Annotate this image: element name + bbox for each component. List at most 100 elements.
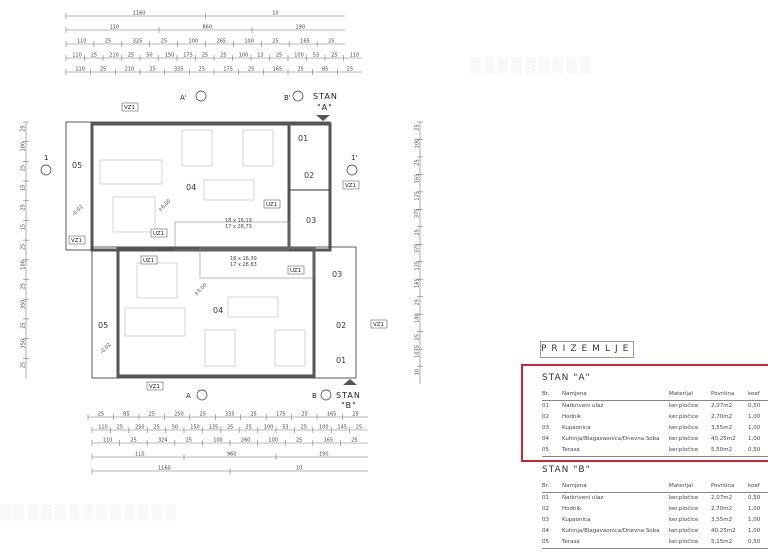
- dimension-label: 165: [327, 412, 337, 418]
- dimension-label: 210: [109, 53, 119, 59]
- dimension-label: 25: [117, 425, 123, 431]
- table-cell: ker.pločice: [669, 517, 699, 523]
- table-cell: 0,50: [748, 447, 761, 453]
- dimension-label: 25: [128, 53, 134, 59]
- dimension-label: 25: [245, 425, 251, 431]
- dimension-label: 25: [347, 67, 353, 73]
- table-cell: 3,55m2: [711, 517, 733, 523]
- dimension-label: 100: [189, 39, 199, 45]
- table-cell: ker.pločice: [669, 495, 699, 501]
- dimension-label: 100: [319, 425, 329, 431]
- stair-a-info: 17 x 28,73: [225, 224, 252, 230]
- table-cell: Kuhinja/Blagavaonica/Dnevna Soba: [562, 528, 660, 534]
- room-b-02: 02: [336, 321, 346, 330]
- dimension-label: 265: [216, 39, 226, 45]
- floor-label: PRIZEMLJE: [540, 341, 634, 358]
- dimension-label: 100: [415, 313, 421, 323]
- table-cell: 2,70m2: [711, 506, 733, 512]
- watermark: ▒▒▒▒▒▒▒▒▒▒▒▒▒: [0, 505, 179, 521]
- dimension-label: 25: [227, 425, 233, 431]
- dimension-label: 25: [248, 67, 254, 73]
- stan-a-label: "A": [317, 103, 333, 112]
- dimension-label: 15: [21, 224, 27, 230]
- terrace-level-mark: -0,02: [99, 342, 112, 355]
- stan-b-label: "B": [341, 401, 357, 410]
- room-b-01: 01: [336, 356, 346, 365]
- dimension-label: 175: [183, 53, 193, 59]
- dimension-label: 25: [130, 438, 136, 444]
- dimension-label: 175: [223, 67, 233, 73]
- dimension-label: 53: [282, 425, 288, 431]
- dimension-label: 1160: [158, 466, 171, 472]
- dimension-label: 85: [123, 412, 129, 418]
- room-b-03: 03: [332, 270, 342, 279]
- unit-a: [65, 121, 332, 252]
- dimension-label: 100: [239, 53, 249, 59]
- level-mark: ±0,00: [193, 282, 208, 297]
- table-cell: 2,70m2: [711, 414, 733, 420]
- stair-b-info: 18 x 16,39: [230, 256, 257, 262]
- svg-text:UZ1: UZ1: [153, 231, 164, 237]
- table-cell: Terasa: [562, 447, 580, 453]
- dimension-label: 25: [296, 438, 302, 444]
- dimension-label: 165: [324, 438, 334, 444]
- dimension-label: 860: [203, 25, 213, 31]
- section-b-prime: B': [284, 94, 291, 102]
- table-cell: Hodnik: [562, 414, 582, 420]
- table-cell: 04: [542, 528, 549, 534]
- dimension-label: 25: [149, 67, 155, 73]
- dimension-label: 25: [415, 229, 421, 235]
- room-a-01: 01: [298, 134, 308, 143]
- table-cell: Terasa: [562, 539, 580, 545]
- dimension-label: 125: [415, 191, 421, 201]
- table-cell: Kupaonica: [562, 425, 591, 431]
- table-cell: 1,00: [748, 517, 761, 523]
- dimension-label: 1160: [133, 11, 146, 17]
- table-cell: 03: [542, 517, 549, 523]
- dimension-label: 25: [105, 39, 111, 45]
- dimension-label: 25: [220, 53, 226, 59]
- stan-b-label: STAN: [336, 391, 361, 400]
- table-cell: 1,00: [748, 436, 761, 442]
- table-cell: 2,07m2: [711, 495, 733, 501]
- dimension-label: 25: [301, 412, 307, 418]
- table-cell: Natkriveni ulaz: [562, 495, 604, 501]
- dimension-label: 335: [225, 412, 235, 418]
- dimension-label: 175: [276, 412, 286, 418]
- table-cell: 05: [542, 447, 549, 453]
- section-a: A: [186, 392, 191, 400]
- dimension-label: 25: [297, 67, 303, 73]
- dimension-label: 25: [98, 412, 104, 418]
- dimension-label: 25: [250, 412, 256, 418]
- dimension-label: 324: [158, 438, 168, 444]
- dimension-label: 100: [244, 39, 254, 45]
- table-cell: 0,50: [748, 495, 761, 501]
- dimension-label: 250: [135, 425, 145, 431]
- dimension-label: 335: [174, 67, 184, 73]
- dimension-label: 110: [103, 438, 113, 444]
- dimension-label: 85: [322, 67, 328, 73]
- stair-a-info: 18 x 16,19: [225, 218, 252, 224]
- dimension-label: 25: [301, 425, 307, 431]
- dimension-label: 50: [172, 425, 178, 431]
- table-cell: Kupaonica: [562, 517, 591, 523]
- dimension-label: 10: [415, 369, 421, 375]
- dimension-label: 25: [200, 412, 206, 418]
- dimension-label: 100: [213, 438, 223, 444]
- dimension-label: 25: [21, 322, 27, 328]
- dimension-label: 190: [296, 25, 306, 31]
- dimension-label: 25: [21, 283, 27, 289]
- table-cell: ker.pločice: [669, 414, 699, 420]
- table-cell: 0,50: [748, 403, 761, 409]
- dimension-label: 25: [186, 438, 192, 444]
- dimension-label: 25: [91, 53, 97, 59]
- stair-b-info: 17 x 28,83: [230, 262, 257, 268]
- room-b-04: 04: [213, 306, 223, 315]
- table-cell: 02: [542, 414, 549, 420]
- dimension-label: 100: [21, 142, 27, 152]
- table-cell: Natkriveni ulaz: [562, 403, 604, 409]
